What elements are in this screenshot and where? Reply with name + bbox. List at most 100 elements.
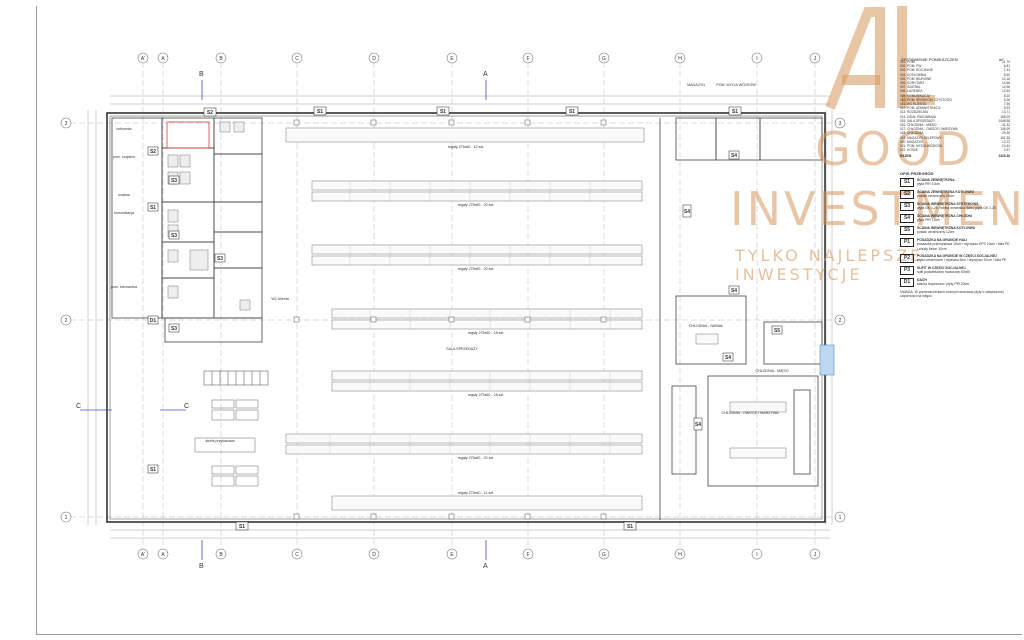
partition-name: ŚCIANA ZEWNĘTRZNA KOTŁOWNI — [917, 190, 974, 195]
zone-tag: S1 — [732, 109, 738, 115]
rack-label: regały 275x60 - 20 szt. — [458, 203, 494, 207]
room-schedule-name: 020. MAGAZYN — [900, 139, 923, 144]
room-schedule-area: 10,16 — [1002, 76, 1010, 81]
rack-label: regały 275x60 - 11 szt. — [458, 491, 494, 495]
rack-label: regały 275x60 - 18 szt. — [468, 393, 504, 397]
axis-label-side: 2 — [839, 318, 842, 324]
room-schedule-area: 7,44 — [1003, 68, 1010, 73]
axis-label-bottom: C — [295, 552, 299, 558]
columns — [293, 119, 607, 520]
axis-label-side: 2 — [65, 318, 68, 324]
section-mark-c: C — [76, 403, 81, 410]
room-schedule-name: 012. POM. ADMINISTRACJI — [900, 106, 941, 111]
room-schedule-name: 003. POM. SOCJALNE — [900, 68, 933, 73]
partition-desc: płytki ceramiczne / wylewka 6cm / styrop… — [917, 258, 1007, 263]
room-schedule-area: 5,93 — [1003, 106, 1010, 111]
total-label: RAZEM — [900, 154, 912, 159]
room-label: SALA SPRZEDAŻY — [446, 346, 478, 351]
partition-code: S4 — [900, 214, 914, 224]
zone-tag: S1 — [627, 524, 633, 530]
room-schedule-area: 12,64 — [1002, 89, 1010, 94]
axis-label-bottom: F — [526, 552, 529, 558]
room-schedule-name: 001. POM. — [900, 60, 916, 64]
rack-label: regały 275x60 - 20 szt. — [458, 267, 494, 271]
rack-label: regały 275x60 - 20 szt. — [458, 456, 494, 460]
axis-label-top: G — [602, 56, 606, 62]
zone-tag: S3 — [171, 326, 177, 332]
room-label: pom. socjalne — [113, 155, 135, 159]
axis-label-bottom: J — [814, 552, 817, 558]
partition-desc: płyta PIR 12cm — [917, 218, 940, 223]
room-label: komunikacja — [114, 211, 134, 215]
axis-label-bottom: I — [756, 552, 757, 558]
zone-tag: S3 — [217, 256, 223, 262]
room-schedule-name: 018. CHŁODNIA — [900, 131, 924, 136]
zone-tag: S1 — [239, 524, 245, 530]
room-schedule-name: 002. POM. PW — [900, 64, 922, 69]
room-schedule-name: 021. POM. MYCIA WÓZKÓW — [900, 144, 942, 149]
zone-tag: S3 — [171, 233, 177, 239]
zone-tag: S1 — [150, 205, 156, 211]
partition-desc: sufit podwieszany modułowy 60x60 — [917, 270, 971, 275]
axis-label-bottom: D — [372, 552, 376, 558]
room-schedule-name: 015. SALA SPRZEDAŻY — [900, 118, 936, 123]
partition-name: ŚCIANA WEWNĘTRZNA KOTŁOWNI — [917, 226, 975, 231]
rack-label: regały 275x60 - 12 szt. — [448, 145, 484, 149]
section-mark-a: A — [483, 563, 488, 570]
back-of-house — [659, 117, 823, 520]
room-schedule-row: 003. POM. SOCJALNE 7,44 — [900, 68, 1010, 72]
room-label: CHŁODNIA - OWOCE I WARZYWA — [721, 411, 779, 415]
room-schedule-title-left: ZESTAWIENIE POMIESZCZEŃ — [901, 57, 958, 62]
partition-code: D1 — [900, 277, 914, 287]
room-schedule-area: 14,98 — [1002, 85, 1010, 90]
zone-tag: S1 — [440, 109, 446, 115]
room-schedule-area: 7,56 — [1003, 102, 1010, 107]
room-schedule-area: 5,60 — [1003, 72, 1010, 77]
partition-code: S5 — [900, 226, 914, 236]
room-label: MAGAZYN — [687, 83, 705, 87]
zone-tag: S1 — [150, 467, 156, 473]
zone-tag: S4 — [731, 153, 737, 159]
zone-tag: S4 — [725, 355, 731, 361]
zone-tag: S5 — [774, 328, 780, 334]
zone-tag: S2 — [150, 149, 156, 155]
room-schedule-area: 8,20 — [1003, 93, 1010, 98]
room-label: pom. kierownika — [111, 285, 137, 289]
axis-label-top: D — [372, 56, 376, 62]
room-schedule-name: 011. WC KLIENTA — [900, 102, 927, 107]
section-mark-c: C — [184, 403, 189, 410]
partition-desc: płyta PIR 10cm — [917, 182, 940, 187]
room-label: kotłownia — [117, 127, 132, 131]
room-label: CHŁODNIA - MIĘSO — [755, 369, 788, 373]
room-schedule-row: 001. POM.21,70 — [900, 60, 1010, 64]
partition-title: OPIS PRZEGRÓD — [900, 171, 934, 176]
room-label: POM. MYCIA WÓZKÓW — [716, 82, 756, 87]
room-schedule-name: 008. ŁAZIENKA — [900, 89, 923, 94]
room-schedule-row: 012. POM. ADMINISTRACJI 5,93 — [900, 106, 1010, 110]
drawing-frame — [36, 6, 1022, 635]
outer-wall — [106, 112, 826, 523]
section-mark-b: B — [199, 563, 204, 570]
room-schedule-area: 161,35 — [1000, 135, 1010, 140]
room-schedule-name: 013. ROZDZIELNIA — [900, 110, 929, 115]
partition-name: ŚCIANA WEWNĘTRZNA CHŁODNI — [917, 214, 972, 219]
axis-label-top: J — [814, 56, 817, 62]
room-schedule-name: 016. CHŁODNIA - MIĘSO — [900, 123, 937, 128]
section-mark-a: A — [483, 71, 488, 78]
